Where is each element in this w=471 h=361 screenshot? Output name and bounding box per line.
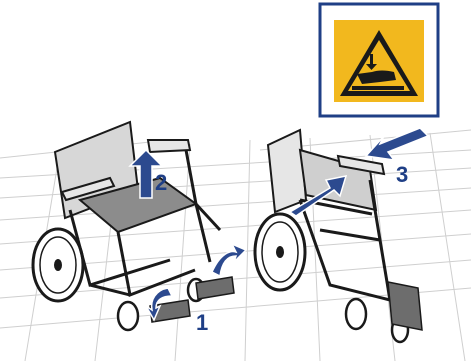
folded-footrest: [388, 282, 422, 330]
warning-sign: [320, 4, 438, 116]
step-number-3: 3: [396, 162, 408, 187]
wheelchair-folding: 3: [255, 128, 428, 342]
push-sides-arrow-upper: [366, 128, 428, 160]
footrest-right: [196, 277, 234, 299]
rear-wheel-left: [33, 229, 83, 301]
step-number-2: 2: [155, 170, 167, 195]
armrest-right: [148, 140, 190, 152]
rear-wheel-right: [255, 214, 305, 290]
step-number-1: 1: [196, 310, 208, 335]
